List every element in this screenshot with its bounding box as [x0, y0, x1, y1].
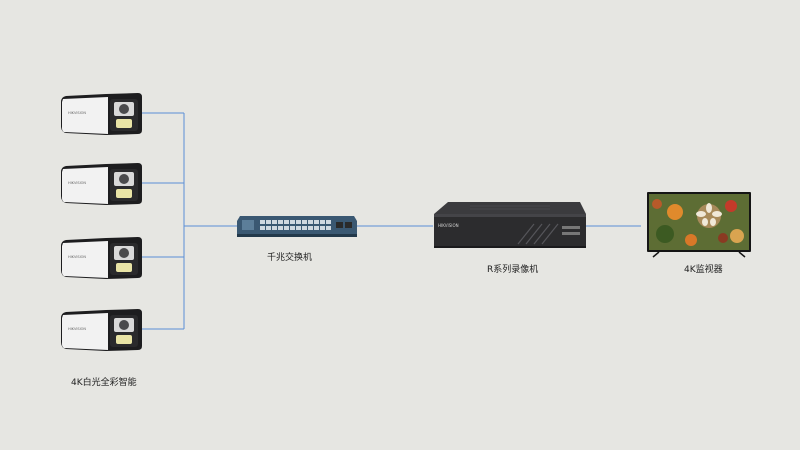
- nvr-label: R系列录像机: [487, 265, 539, 275]
- nvr-brand: HIKVISION: [438, 223, 459, 228]
- bullet-camera-3: HIKVISION: [61, 237, 142, 279]
- camera-2-brand: HIKVISION: [68, 181, 86, 185]
- camera-icon: HIKVISION: [61, 93, 142, 135]
- network-switch: [237, 216, 357, 237]
- nvr-icon: HIKVISION: [434, 202, 586, 248]
- camera-3-brand: HIKVISION: [68, 255, 86, 259]
- switch-label: 千兆交换机: [267, 253, 313, 263]
- monitor-label: 4K监视器: [684, 265, 723, 275]
- switch-icon: [237, 216, 357, 237]
- camera-icon: HIKVISION: [61, 163, 142, 205]
- bullet-camera-1: HIKVISION: [61, 93, 142, 135]
- network-video-recorder: HIKVISION: [434, 202, 586, 248]
- camera-group-label: 4K白光全彩智能: [71, 378, 137, 388]
- monitor-icon: [647, 192, 751, 258]
- camera-icon: HIKVISION: [61, 309, 142, 351]
- monitor-4k: [647, 192, 751, 258]
- bullet-camera-4: HIKVISION: [61, 309, 142, 351]
- camera-1-brand: HIKVISION: [68, 111, 86, 115]
- bullet-camera-2: HIKVISION: [61, 163, 142, 205]
- camera-icon: HIKVISION: [61, 237, 142, 279]
- camera-4-brand: HIKVISION: [68, 327, 86, 331]
